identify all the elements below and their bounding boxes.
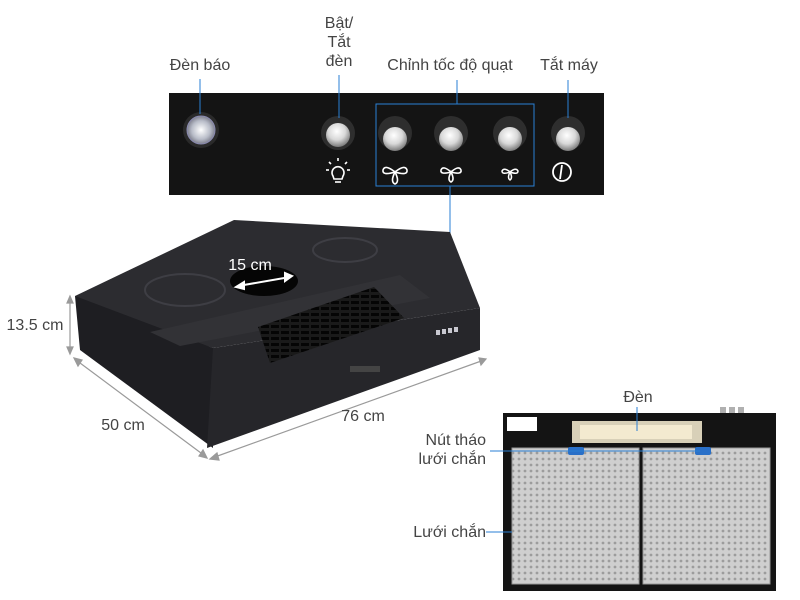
hood-grill [258,287,404,363]
width-dimension-label: 76 cm [341,408,385,425]
filter-release-label: Nút tháo lưới chắn [396,431,486,469]
front-buttons [436,327,458,335]
indicator-light-icon [183,112,219,148]
fan-icon [440,167,462,183]
fan-speed-bracket [375,103,535,187]
fan-icon [382,166,408,185]
filter-sticker [507,417,537,431]
control-panel [169,93,604,195]
light-knob-button[interactable] [321,116,355,150]
vent-diameter-label: 15 cm [228,257,272,274]
filter-release-clip[interactable] [695,447,711,455]
power-knob-button[interactable] [551,116,585,151]
indicator-light-label: Đèn báo [169,57,231,74]
fan-icon [501,168,519,181]
height-dimension-label: 13.5 cm [6,317,64,334]
light-toggle-label: Bật/ Tắt đèn [309,14,369,71]
lamp-label: Đèn [623,389,653,406]
fan-speed-label: Chỉnh tốc độ quạt [387,57,513,74]
fan-speed-knob-3[interactable] [493,116,527,151]
filter-mesh-left [511,447,640,585]
light-toggle-label-line2: Tắt [327,34,351,51]
hood-side [75,296,213,448]
light-toggle-label-line1: Bật/ [324,15,354,32]
filter-leader-lines [486,407,700,533]
brand-logo [350,366,380,372]
fan-speed-knob-2[interactable] [434,116,468,151]
lamp-lens [580,425,692,439]
fan-speed-knob-1[interactable] [378,116,412,151]
filter-top-buttons [720,407,744,413]
filter-release-label-line1: Nút tháo [425,432,486,449]
power-off-label: Tắt máy [540,57,598,74]
depth-dimension-label: 50 cm [101,417,145,434]
filter-mesh-right [642,447,771,585]
filter-release-label-line2: lưới chắn [418,451,486,468]
filter-view [503,407,776,591]
power-icon [552,162,572,182]
bulb-icon [326,158,350,183]
range-hood [75,220,480,448]
vent-dimension-arrow [233,271,295,291]
filter-mesh-label: Lưới chắn [413,524,486,541]
dimension-lines [66,294,488,461]
light-toggle-label-line3: đèn [325,53,353,70]
